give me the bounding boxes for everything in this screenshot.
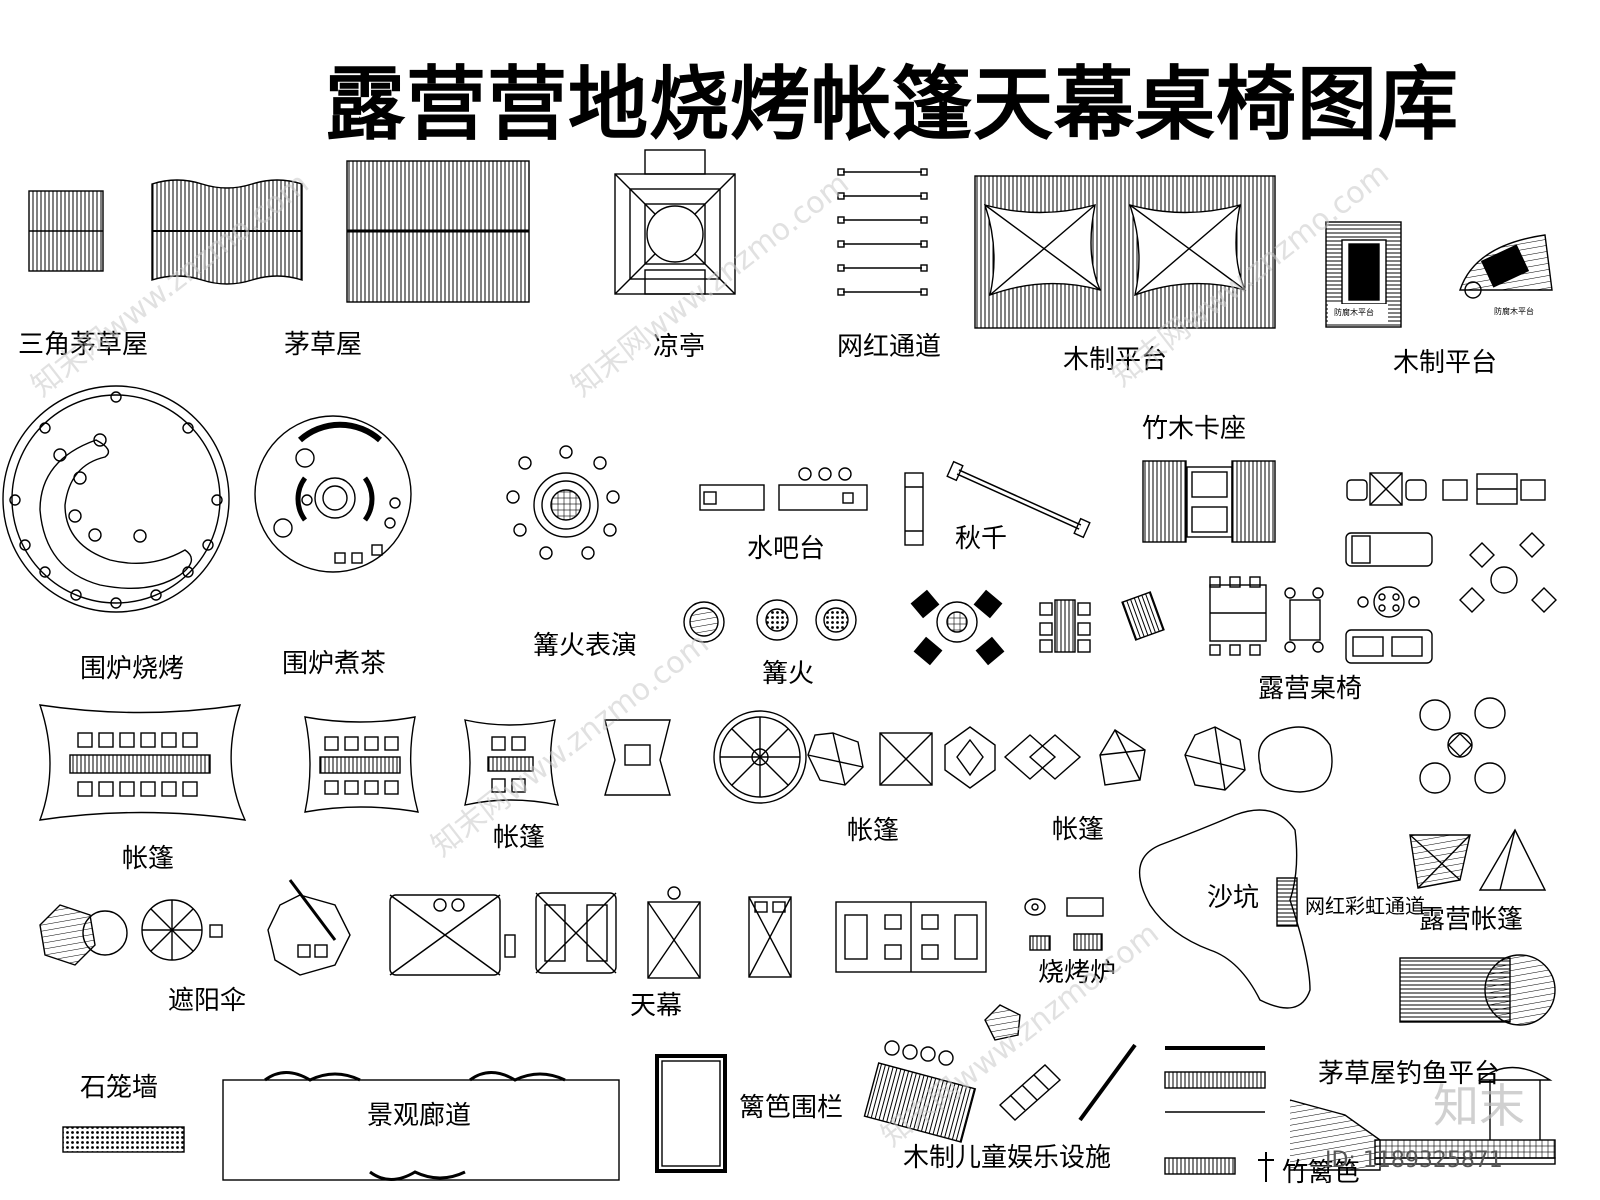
label-thatched-hut: 茅草屋	[284, 330, 363, 360]
campfire-show-symbol	[506, 445, 620, 560]
label-tea-circle: 围炉煮茶	[282, 649, 387, 679]
label-pavilion: 凉亭	[653, 332, 706, 362]
corridor-symbol	[222, 1071, 620, 1181]
watermark-brand: 知末	[1433, 1079, 1525, 1133]
label-platform-small-2: 防腐木平台	[1494, 307, 1534, 316]
label-corridor: 景观廊道	[367, 1101, 472, 1131]
umbrella-symbols	[39, 879, 351, 976]
label-gabion: 石笼墙	[80, 1073, 159, 1103]
camp-tent-symbols	[1399, 828, 1556, 1026]
chair-set-symbol	[1419, 697, 1506, 794]
thatched-hut-symbol	[151, 179, 303, 285]
bamboo-fence-symbols	[1164, 1046, 1274, 1182]
water-bar-symbol	[699, 467, 868, 511]
booth-symbol	[1142, 460, 1276, 543]
label-sandpit: 沙坑	[1207, 883, 1260, 913]
label-rainbow-path: 网红彩虹通道	[1305, 894, 1425, 918]
label-wood-platform-1: 木制平台	[1063, 345, 1168, 375]
tent-symbol-small	[464, 719, 560, 806]
label-canopy: 天幕	[630, 991, 683, 1021]
influencer-path-symbol	[837, 168, 928, 296]
label-camp-tent: 露营帐篷	[1419, 905, 1524, 935]
label-platform-small-1: 防腐木平台	[1334, 308, 1374, 317]
label-tent-4: 帐篷	[1052, 815, 1105, 845]
label-bamboo-fence: 竹篱笆	[1282, 1158, 1361, 1188]
large-thatched-roof	[346, 160, 530, 303]
label-fence: 篱笆围栏	[739, 1093, 844, 1123]
label-umbrella: 遮阳伞	[168, 986, 247, 1016]
label-tent-2: 帐篷	[493, 823, 546, 853]
pavilion-symbol	[614, 149, 736, 295]
canopy-symbols	[389, 886, 987, 979]
label-campfire-show: 篝火表演	[533, 631, 638, 661]
tent-symbol-medium	[304, 716, 419, 813]
fire-table-symbol	[910, 589, 1005, 666]
label-booth: 竹木卡座	[1142, 414, 1247, 444]
bbq-circle-symbol	[2, 385, 230, 613]
wood-platform-large	[974, 175, 1276, 329]
camp-table-symbols	[1345, 472, 1557, 664]
fishing-platform-symbol	[1289, 1066, 1556, 1171]
kids-play-symbols	[863, 1004, 1137, 1143]
sandpit-symbol	[1138, 809, 1311, 1009]
page-title: 露营营地烧烤帐篷天幕桌椅图库	[325, 57, 1459, 151]
gabion-wall-symbol	[62, 1126, 185, 1153]
label-campfire: 篝火	[762, 659, 815, 689]
triangle-hut-symbol	[28, 190, 104, 272]
wood-platform-small-2	[1459, 234, 1553, 321]
label-tent-3: 帐篷	[847, 816, 900, 846]
swing-symbol	[904, 460, 1091, 546]
label-tent-1: 帐篷	[122, 844, 175, 874]
label-wood-platform-2: 木制平台	[1393, 348, 1498, 378]
tent-symbol-large	[38, 704, 247, 821]
label-water-bar: 水吧台	[747, 534, 826, 564]
image-id-text: ID: 1189325871	[1325, 1148, 1503, 1173]
fence-symbol	[655, 1054, 727, 1173]
tent-symbols-row	[604, 710, 1333, 804]
label-triangle-hut: 三角茅草屋	[18, 330, 149, 360]
label-influencer-path: 网红通道	[837, 332, 942, 362]
label-swing: 秋千	[955, 524, 1008, 554]
tea-circle-symbol	[254, 415, 412, 573]
campfire-symbols	[683, 599, 857, 643]
label-bbq-circle: 围炉烧烤	[80, 654, 185, 684]
camp-dining-sets	[1039, 576, 1324, 656]
label-camp-table: 露营桌椅	[1258, 674, 1363, 704]
label-fishing: 茅草屋钓鱼平台	[1318, 1059, 1501, 1089]
label-grill: 烧烤炉	[1038, 958, 1117, 988]
label-kids-play: 木制儿童娱乐设施	[903, 1143, 1112, 1173]
wood-platform-small-1	[1325, 221, 1402, 328]
grill-symbols	[1024, 897, 1104, 951]
